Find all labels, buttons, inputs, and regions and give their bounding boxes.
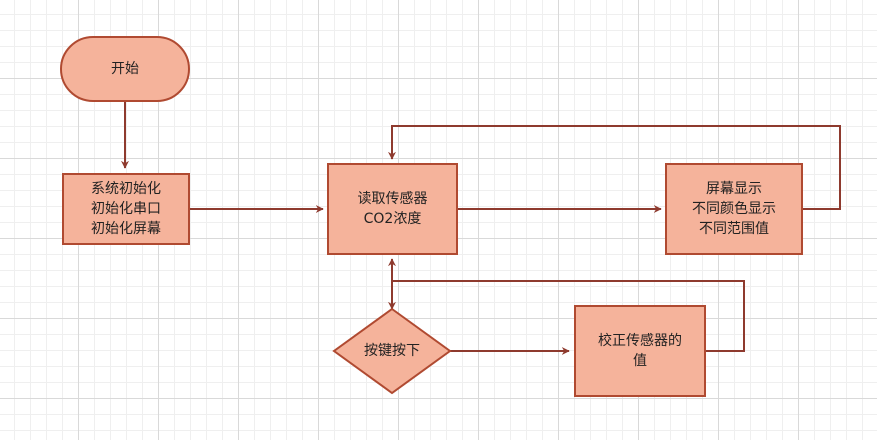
edge-display-to-read — [388, 125, 841, 210]
edge-calibrate-to-read — [392, 280, 745, 352]
init-label: 系统初始化 初始化串口 初始化屏幕 — [63, 174, 189, 244]
display-label: 屏幕显示 不同颜色显示 不同范围值 — [666, 164, 802, 254]
init-node[interactable] — [62, 173, 190, 245]
display-label-line-1: 屏幕显示 — [706, 181, 762, 197]
calibrate-label: 校正传感器的 值 — [575, 306, 705, 396]
display-label-line-3: 不同范围值 — [699, 221, 769, 237]
key-pressed-decision[interactable] — [332, 307, 452, 395]
read-sensor-label: 读取传感器 CO2浓度 — [328, 164, 457, 254]
calibrate-node[interactable] — [574, 305, 706, 397]
key-pressed-label: 按键按下 — [334, 331, 450, 371]
display-node[interactable] — [665, 163, 803, 255]
key-pressed-label-line: 按键按下 — [364, 343, 420, 359]
calibrate-label-line-2: 值 — [633, 353, 647, 369]
init-label-line-3: 初始化屏幕 — [91, 221, 161, 237]
start-label-line: 开始 — [111, 61, 139, 77]
init-label-line-2: 初始化串口 — [91, 201, 161, 217]
calibrate-label-line-1: 校正传感器的 — [598, 333, 682, 349]
start-node[interactable] — [60, 36, 190, 102]
edges — [121, 101, 841, 355]
display-label-line-2: 不同颜色显示 — [692, 201, 776, 217]
init-label-line-1: 系统初始化 — [91, 181, 161, 197]
start-label: 开始 — [61, 37, 189, 101]
read-sensor-label-line-2: CO2浓度 — [363, 211, 422, 227]
read-sensor-node[interactable] — [327, 163, 458, 255]
read-sensor-label-line-1: 读取传感器 — [357, 191, 428, 207]
